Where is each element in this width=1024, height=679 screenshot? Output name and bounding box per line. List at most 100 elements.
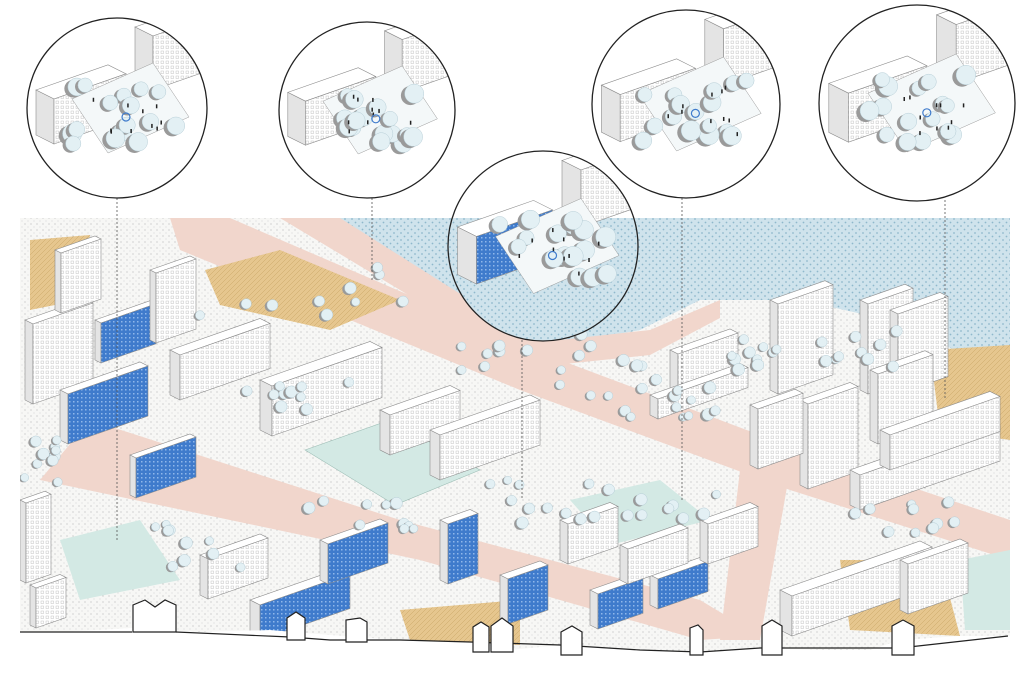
tree [51, 477, 63, 488]
playground-element [547, 250, 558, 261]
building-facade-blue [259, 573, 351, 641]
tree [710, 489, 721, 500]
section-house [761, 619, 783, 656]
tree-crown [275, 381, 285, 391]
tree-crown [584, 478, 595, 489]
section-house [891, 619, 915, 656]
building-side [499, 574, 509, 625]
tree-crown [493, 339, 506, 352]
tree-crown [167, 561, 179, 572]
tree [749, 358, 765, 372]
building [699, 502, 759, 565]
tree-crown [351, 297, 361, 307]
person [155, 104, 158, 109]
tree [895, 133, 917, 153]
person [92, 97, 95, 102]
building-facade [707, 506, 759, 565]
tree-crown [680, 120, 702, 141]
tree-crown [560, 507, 572, 519]
tree-crown [706, 82, 723, 99]
tree-crown [890, 325, 903, 337]
detail-circle [26, 17, 208, 199]
tree [50, 435, 62, 446]
tree-crown [523, 502, 536, 515]
tree [615, 354, 630, 368]
tree [952, 65, 976, 87]
building-side [828, 82, 849, 143]
tree-crown [399, 523, 410, 534]
tree [408, 524, 419, 534]
tree-crown [887, 360, 899, 373]
person [552, 228, 554, 233]
tree-crown [598, 264, 617, 284]
person [939, 103, 942, 108]
building-side [859, 299, 869, 395]
tree-crown [409, 524, 419, 534]
tree [491, 339, 506, 353]
tree-crown [347, 111, 366, 130]
plaza-football [304, 419, 481, 506]
tree [560, 211, 583, 232]
tree [876, 126, 895, 144]
tree-crown [732, 363, 745, 376]
person [372, 97, 374, 102]
tree-crown [635, 493, 648, 506]
section-house [560, 625, 583, 656]
tree-crown [178, 554, 191, 567]
tree [513, 479, 525, 490]
tree [586, 510, 601, 524]
tree-crown [874, 338, 887, 351]
building-side [129, 454, 137, 499]
building-roof [134, 18, 207, 37]
person [728, 118, 730, 123]
person [156, 126, 158, 131]
tree-crown [646, 117, 664, 134]
tree-crown [485, 479, 496, 489]
tree [517, 209, 540, 231]
tree-crown [555, 379, 565, 390]
building-facade [627, 527, 689, 585]
tree-crown [503, 475, 512, 485]
building [799, 382, 859, 490]
building [54, 235, 102, 314]
building [59, 361, 149, 445]
tree [267, 389, 280, 401]
tree-crown [727, 351, 737, 361]
tree [62, 135, 82, 153]
tree [380, 500, 391, 510]
tree-crown [318, 495, 329, 507]
tree [872, 72, 890, 89]
tree-crown [671, 95, 690, 114]
building-side [879, 429, 891, 471]
tree-crown [128, 132, 148, 152]
tree [502, 475, 512, 486]
tree [584, 390, 596, 401]
tree-crown [313, 295, 325, 307]
tree [555, 365, 566, 375]
tree-crown [296, 381, 307, 392]
tree-crown [595, 226, 616, 248]
tree [65, 121, 86, 139]
building-side [169, 349, 181, 401]
person [947, 125, 950, 130]
tree-crown [772, 344, 782, 354]
person [562, 237, 565, 242]
tree [770, 344, 782, 355]
tree [397, 523, 410, 535]
tree-crown [588, 510, 601, 523]
tree [730, 363, 745, 377]
tree-crown [285, 385, 298, 398]
detail-circle [591, 9, 781, 199]
building [779, 540, 933, 637]
tree-crown [738, 72, 755, 89]
building-side [649, 394, 659, 420]
tree [941, 496, 955, 509]
tree-crown [575, 513, 587, 525]
building-side [589, 589, 599, 630]
tree-crown [603, 483, 615, 496]
map-base [20, 218, 1010, 652]
tree-crown [940, 98, 955, 113]
person [127, 103, 129, 108]
detail-circle [818, 4, 1016, 202]
tree-crown [940, 123, 957, 140]
